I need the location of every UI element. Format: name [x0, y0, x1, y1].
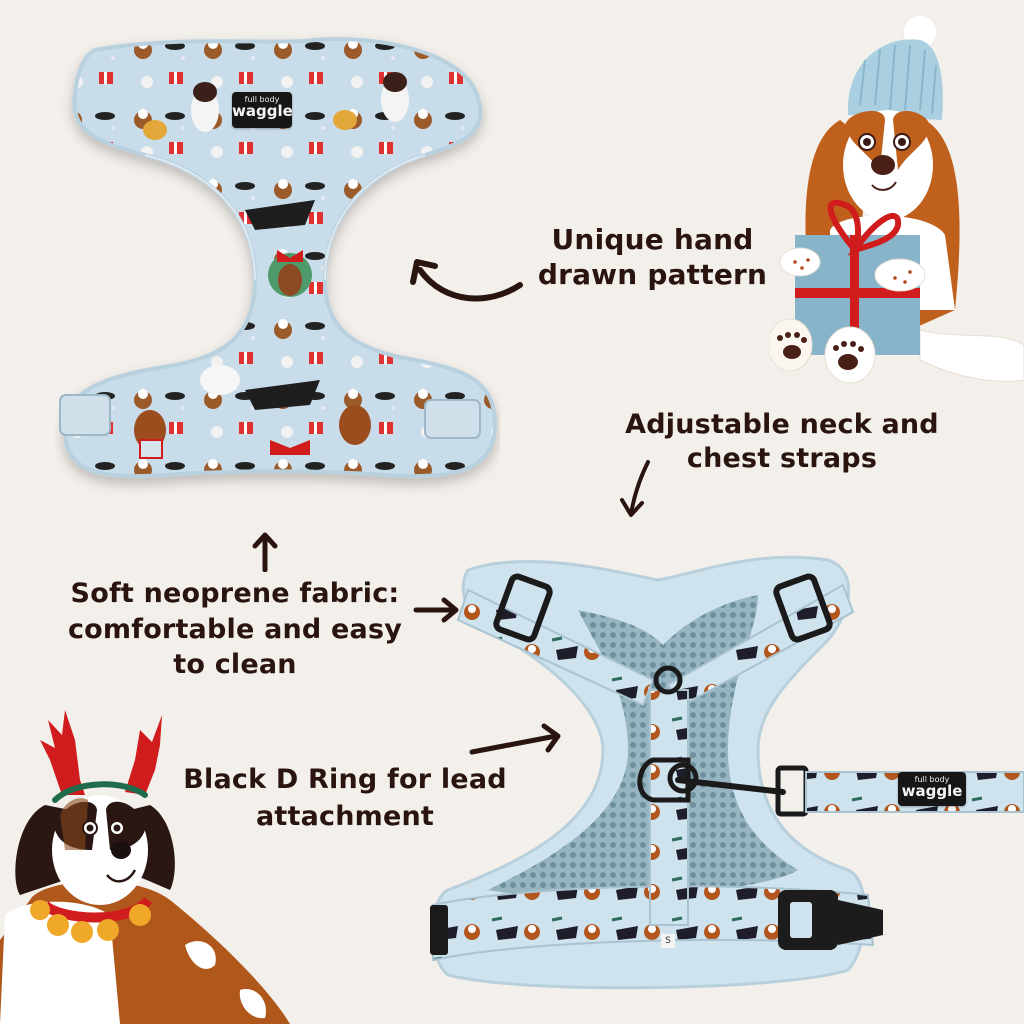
size-label: S: [661, 934, 675, 948]
curved-arrow-left-icon: [405, 250, 530, 310]
caption-black-d-ring: Black D Ring for lead attachment: [175, 762, 515, 835]
harness-front-image: [55, 30, 500, 500]
caption-fabric-line1: Soft neoprene fabric:: [70, 578, 400, 609]
arrow-right-icon: [412, 596, 460, 624]
caption-adjustable-straps: Adjustable neck and chest straps: [612, 408, 952, 476]
brand-tag-harness: full body waggle: [232, 92, 293, 128]
caption-pattern-line1: Unique hand: [551, 223, 754, 256]
dog-with-gift-illustration: [770, 10, 1024, 390]
caption-straps-line2: chest straps: [686, 442, 878, 474]
caption-d-ring-line2: attachment: [255, 800, 435, 832]
caption-straps-line1: Adjustable neck and: [625, 409, 939, 440]
caption-d-ring-line1: Black D Ring for lead: [183, 764, 507, 795]
caption-soft-neoprene: Soft neoprene fabric: comfortable and ea…: [55, 576, 415, 683]
dog-with-antlers-illustration: [0, 700, 290, 1024]
brand-tag-lead-big-text: waggle: [901, 782, 963, 800]
caption-unique-pattern: Unique hand drawn pattern: [530, 222, 775, 292]
caption-fabric-line2: comfortable and easy: [67, 613, 403, 645]
arrow-right-d-ring-icon: [468, 722, 564, 758]
harness-back-image: [428, 550, 1024, 1010]
brand-tag-big-text: waggle: [232, 102, 293, 120]
caption-pattern-line2: drawn pattern: [537, 258, 768, 291]
brand-tag-small-text: full body: [244, 95, 280, 104]
brand-tag-lead-small-text: full body: [914, 775, 950, 784]
brand-tag-lead: full body waggle: [898, 772, 966, 806]
arrow-down-icon: [618, 458, 658, 520]
caption-fabric-line3: to clean: [173, 649, 297, 681]
arrow-up-icon: [250, 530, 280, 572]
